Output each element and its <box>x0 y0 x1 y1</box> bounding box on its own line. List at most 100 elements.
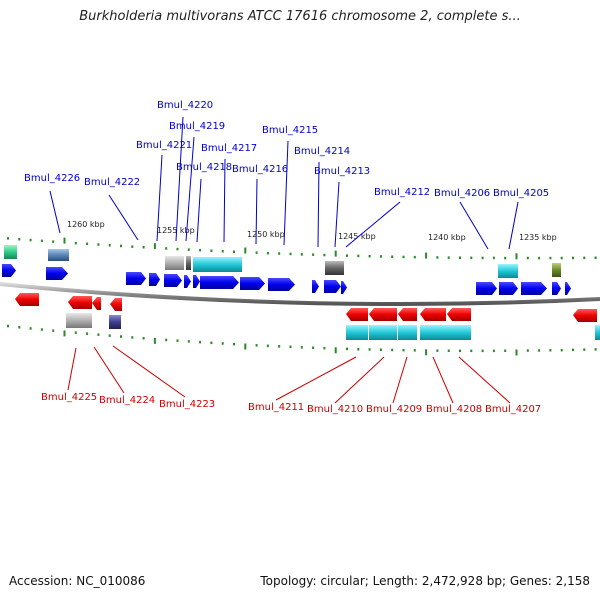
gene-plus-4218[interactable] <box>200 276 239 289</box>
tick-top-5 <box>63 237 66 244</box>
gene-plus-4215[interactable] <box>312 280 319 293</box>
tick-bottom-28 <box>323 346 326 350</box>
gene-minus-4210[interactable] <box>369 308 397 321</box>
gene-plus-4213[interactable] <box>341 281 347 294</box>
feature-gray-4220[interactable] <box>165 256 184 270</box>
feature-cyan-4209[interactable] <box>398 325 417 340</box>
map-title: Burkholderia multivorans ATCC 17616 chro… <box>79 9 521 24</box>
tick-top-52 <box>594 256 597 259</box>
tick-bottom-30 <box>346 347 348 351</box>
gene-plus-4206b[interactable] <box>499 282 518 295</box>
feature-navy-4224[interactable] <box>109 315 121 329</box>
tick-top-35 <box>402 255 405 259</box>
feature-cyan-4210[interactable] <box>369 325 397 340</box>
tick-bottom-11 <box>131 336 134 339</box>
gene-plus-4222[interactable] <box>126 272 146 285</box>
gene-plus-4205[interactable] <box>521 282 547 295</box>
tick-bottom-39 <box>447 349 450 352</box>
gene-plus-4214[interactable] <box>324 280 341 293</box>
gene-plus-4221[interactable] <box>164 274 182 287</box>
tick-bottom-27 <box>312 346 315 349</box>
gene-plus-left-1[interactable] <box>2 264 16 277</box>
label-bmul-4218[interactable]: Bmul_4218 <box>176 162 232 173</box>
tick-bottom-3 <box>40 328 43 331</box>
label-bmul-4210[interactable]: Bmul_4210 <box>307 404 363 415</box>
label-bmul-4211[interactable]: Bmul_4211 <box>248 402 304 413</box>
feature-darkgray-4213[interactable] <box>325 261 344 275</box>
tick-bottom-2 <box>29 327 32 330</box>
tick-bottom-37 <box>425 349 428 356</box>
tick-top-6 <box>74 241 77 245</box>
feature-gray-4225[interactable] <box>66 313 92 328</box>
tick-top-7 <box>86 242 89 246</box>
tick-top-24 <box>278 252 281 255</box>
gene-minus-right-1[interactable] <box>573 309 597 322</box>
gene-plus-4216[interactable] <box>268 278 295 291</box>
tick-top-13 <box>153 243 156 250</box>
label-bmul-4220[interactable]: Bmul_4220 <box>157 100 213 111</box>
label-bmul-4212[interactable]: Bmul_4212 <box>374 187 430 198</box>
tick-top-43 <box>492 256 495 260</box>
label-bmul-4219[interactable]: Bmul_4219 <box>169 121 225 132</box>
scale-label-1240: 1240 kbp <box>428 233 466 242</box>
label-bmul-4216[interactable]: Bmul_4216 <box>232 164 288 175</box>
tick-bottom-5 <box>63 330 66 337</box>
label-bmul-4206[interactable]: Bmul_4206 <box>434 188 490 199</box>
gene-plus-4220[interactable] <box>184 275 191 288</box>
label-bmul-4217[interactable]: Bmul_4217 <box>201 143 257 154</box>
tick-top-1 <box>18 238 21 241</box>
gene-minus-4225b[interactable] <box>92 297 101 310</box>
label-bmul-4222[interactable]: Bmul_4222 <box>84 177 140 188</box>
label-bmul-4226[interactable]: Bmul_4226 <box>24 173 80 184</box>
label-bmul-4215[interactable]: Bmul_4215 <box>262 125 318 136</box>
tick-bottom-21 <box>244 343 247 350</box>
tick-top-42 <box>481 256 484 260</box>
label-bmul-4225[interactable]: Bmul_4225 <box>41 392 97 403</box>
feature-steel-4226[interactable] <box>48 249 69 261</box>
gene-plus-right-2[interactable] <box>565 282 571 295</box>
label-bmul-4224[interactable]: Bmul_4224 <box>99 395 155 406</box>
feature-cyan-4218[interactable] <box>193 257 242 272</box>
feature-cyan-4211[interactable] <box>346 325 368 340</box>
gene-plus-right-1[interactable] <box>552 282 561 295</box>
label-bmul-4221[interactable]: Bmul_4221 <box>136 140 192 151</box>
gene-plus-4217[interactable] <box>240 277 265 290</box>
label-bmul-4205[interactable]: Bmul_4205 <box>493 188 549 199</box>
leader-4210 <box>334 356 385 404</box>
label-bmul-4207[interactable]: Bmul_4207 <box>485 404 541 415</box>
leader-4205 <box>508 201 519 250</box>
gene-minus-4225[interactable] <box>68 296 92 309</box>
label-bmul-4213[interactable]: Bmul_4213 <box>314 166 370 177</box>
label-bmul-4214[interactable]: Bmul_4214 <box>294 146 350 157</box>
gene-minus-4207[interactable] <box>447 308 471 321</box>
feature-cyan-right[interactable] <box>595 325 600 340</box>
leader-4209 <box>392 356 408 404</box>
gene-minus-4224[interactable] <box>110 298 122 311</box>
feature-teal-left[interactable] <box>4 245 17 259</box>
scale-label-1235: 1235 kbp <box>519 233 557 242</box>
gene-minus-4208[interactable] <box>420 308 446 321</box>
feature-cyan-4208[interactable] <box>420 325 471 340</box>
label-bmul-4223[interactable]: Bmul_4223 <box>159 399 215 410</box>
tick-bottom-31 <box>357 348 360 351</box>
gene-minus-left-1[interactable] <box>15 293 39 306</box>
gene-plus-4222b[interactable] <box>149 273 160 286</box>
label-bmul-4209[interactable]: Bmul_4209 <box>366 404 422 415</box>
tick-bottom-20 <box>233 342 235 346</box>
chromosome-backbone <box>0 282 600 306</box>
gene-plus-4206a[interactable] <box>476 282 497 295</box>
leader-4213 <box>334 181 340 248</box>
feature-olive-right[interactable] <box>552 263 561 277</box>
gene-plus-4226[interactable] <box>46 267 68 280</box>
gene-minus-4209[interactable] <box>398 308 417 321</box>
gene-minus-4211[interactable] <box>346 308 368 321</box>
tick-bottom-12 <box>142 337 145 340</box>
feature-cyan-4205[interactable] <box>498 264 518 278</box>
tick-bottom-44 <box>504 349 507 352</box>
label-bmul-4208[interactable]: Bmul_4208 <box>426 404 482 415</box>
gene-plus-4219[interactable] <box>193 275 200 288</box>
tick-bottom-23 <box>266 344 269 348</box>
tick-top-25 <box>289 252 292 256</box>
feature-darkgray-4219[interactable] <box>186 256 191 270</box>
